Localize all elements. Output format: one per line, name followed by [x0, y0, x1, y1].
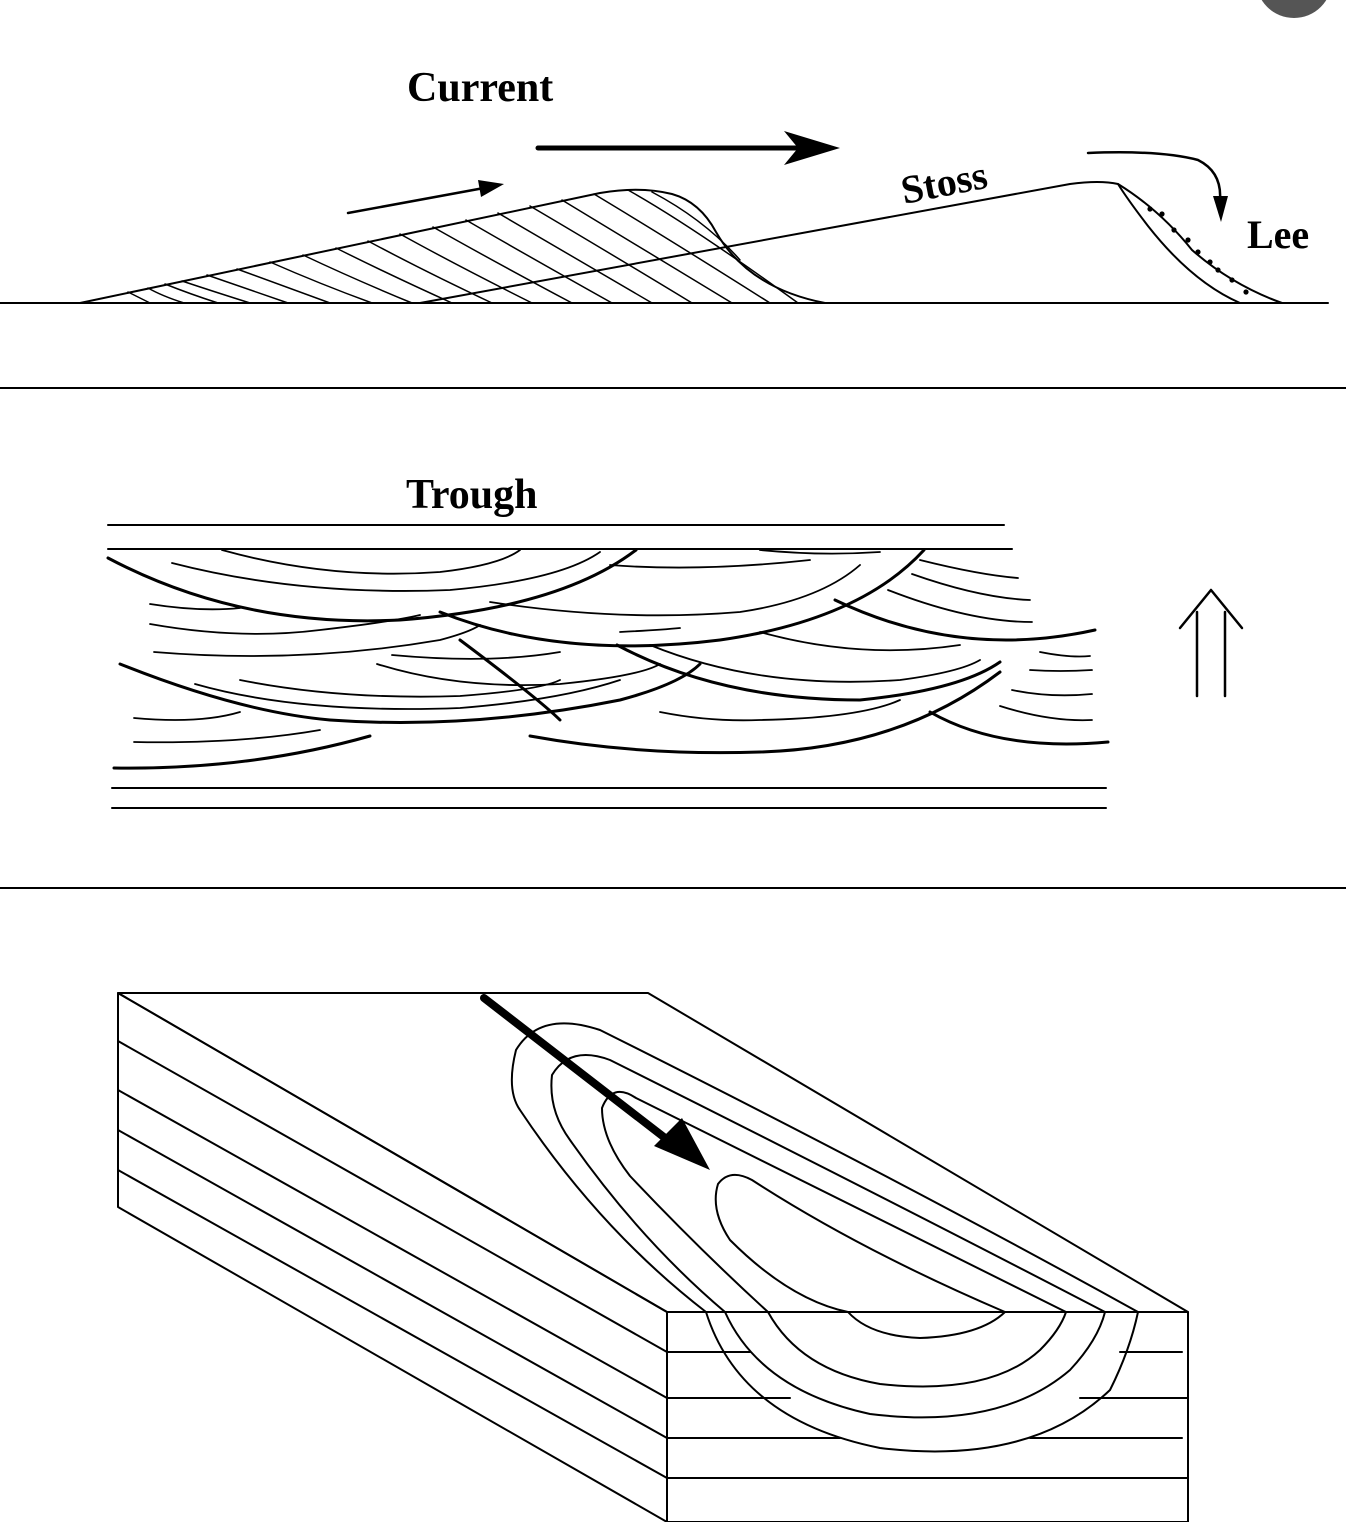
trough-section-panel: Trough [106, 472, 1244, 809]
diagonal-arrow-icon [480, 994, 710, 1170]
curved-arrow-icon [1086, 151, 1228, 222]
lee-face-inner [1117, 183, 1283, 304]
trough-label: Trough [406, 472, 538, 518]
stoss-label: Stoss [897, 152, 991, 213]
double-up-arrow-icon [1178, 588, 1244, 698]
block-diagram-panel [117, 992, 1189, 1522]
block-top-face [117, 992, 1189, 1313]
ripple-profile-panel: Current [0, 65, 1329, 304]
current-label: Current [407, 65, 553, 111]
small-flow-arrow-icon [346, 180, 504, 215]
trough-laminae [133, 549, 1093, 744]
corner-button[interactable] [1256, 0, 1332, 18]
trough-bases [106, 548, 1110, 770]
foreset-laminae [127, 189, 799, 304]
stoss-slope [419, 181, 1241, 304]
lee-grain-dots [1147, 206, 1249, 295]
block-front-face [666, 1311, 1189, 1522]
right-arrow-icon [535, 131, 840, 165]
front-bedding-lines [666, 1351, 1189, 1479]
trough-plan-contours [510, 1022, 1139, 1313]
block-side-face [117, 992, 668, 1522]
ripple-outline [79, 188, 826, 304]
trough-front-section [705, 1311, 1139, 1453]
lee-label: Lee [1247, 212, 1309, 257]
side-bedding-lines [117, 1040, 668, 1479]
